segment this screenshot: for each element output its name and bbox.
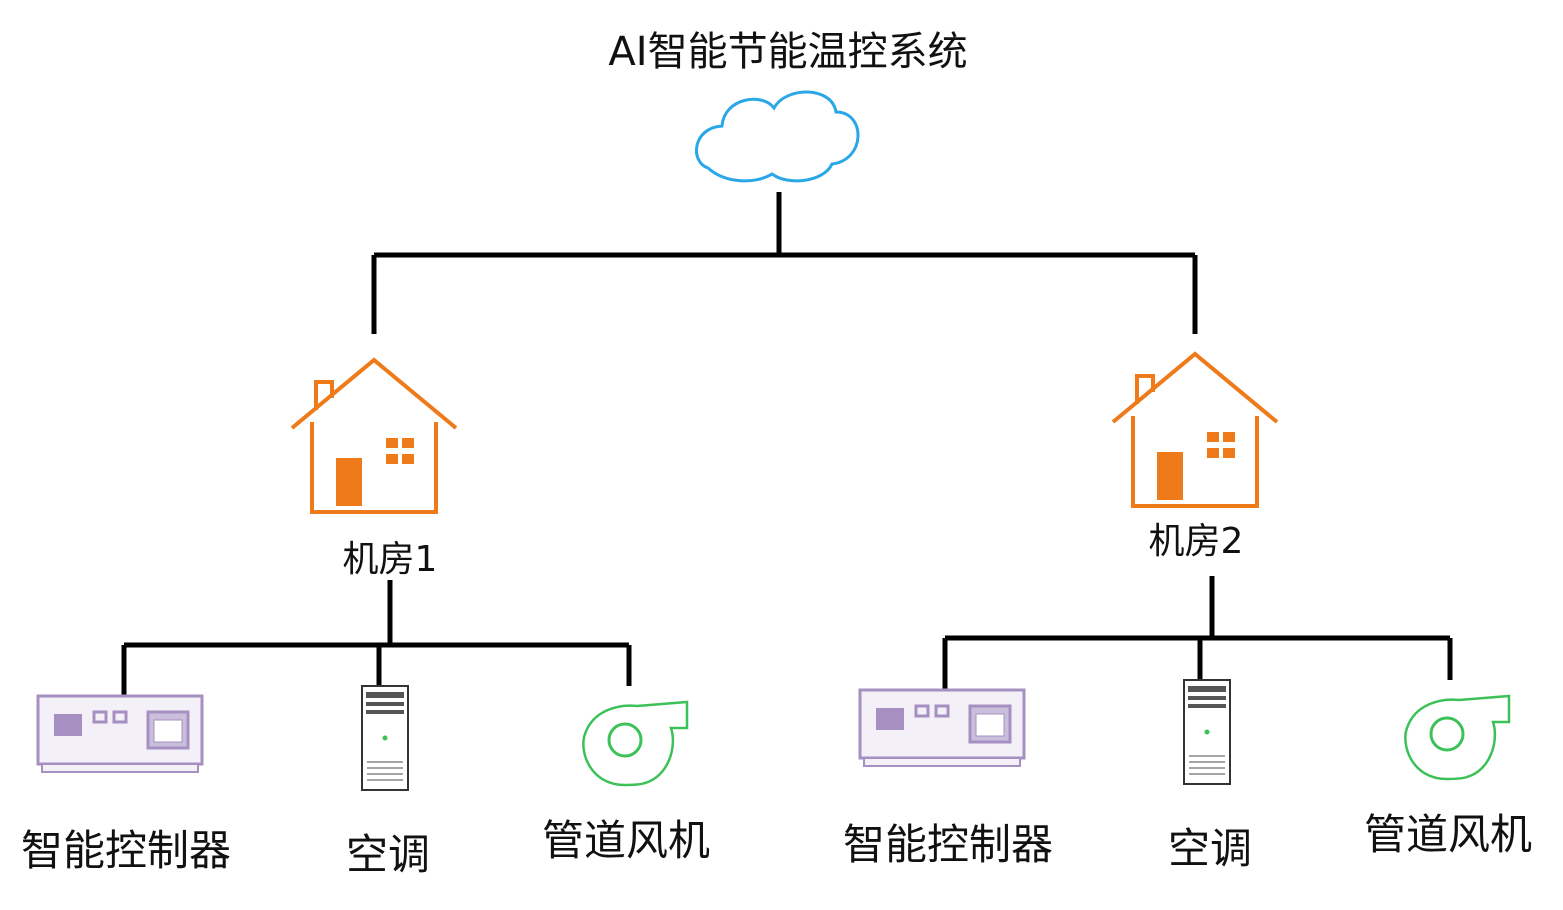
main-connector-lines — [371, 192, 1198, 334]
device-label: 空调 — [1167, 824, 1253, 873]
device-label: 空调 — [345, 830, 431, 879]
room-2-connector-lines — [942, 576, 1453, 692]
device-label: 管道风机 — [1363, 810, 1533, 859]
cloud-icon — [695, 90, 860, 183]
duct-fan-icon — [1404, 694, 1511, 781]
device-label: 管道风机 — [541, 816, 711, 865]
room-label: 机房2 — [1148, 521, 1244, 562]
house-icon — [290, 357, 458, 514]
device-label: 智能控制器 — [20, 826, 232, 875]
room-label: 机房1 — [342, 539, 438, 580]
device-label: 智能控制器 — [842, 820, 1054, 869]
duct-fan-icon — [582, 700, 689, 787]
diagram-title: AI智能节能温控系统 — [608, 29, 968, 75]
air-conditioner-icon — [361, 685, 409, 791]
house-icon — [1111, 351, 1279, 508]
controller-icon — [36, 694, 204, 773]
controller-icon — [858, 688, 1026, 767]
room-1-connector-lines — [121, 580, 632, 700]
air-conditioner-icon — [1183, 679, 1231, 785]
